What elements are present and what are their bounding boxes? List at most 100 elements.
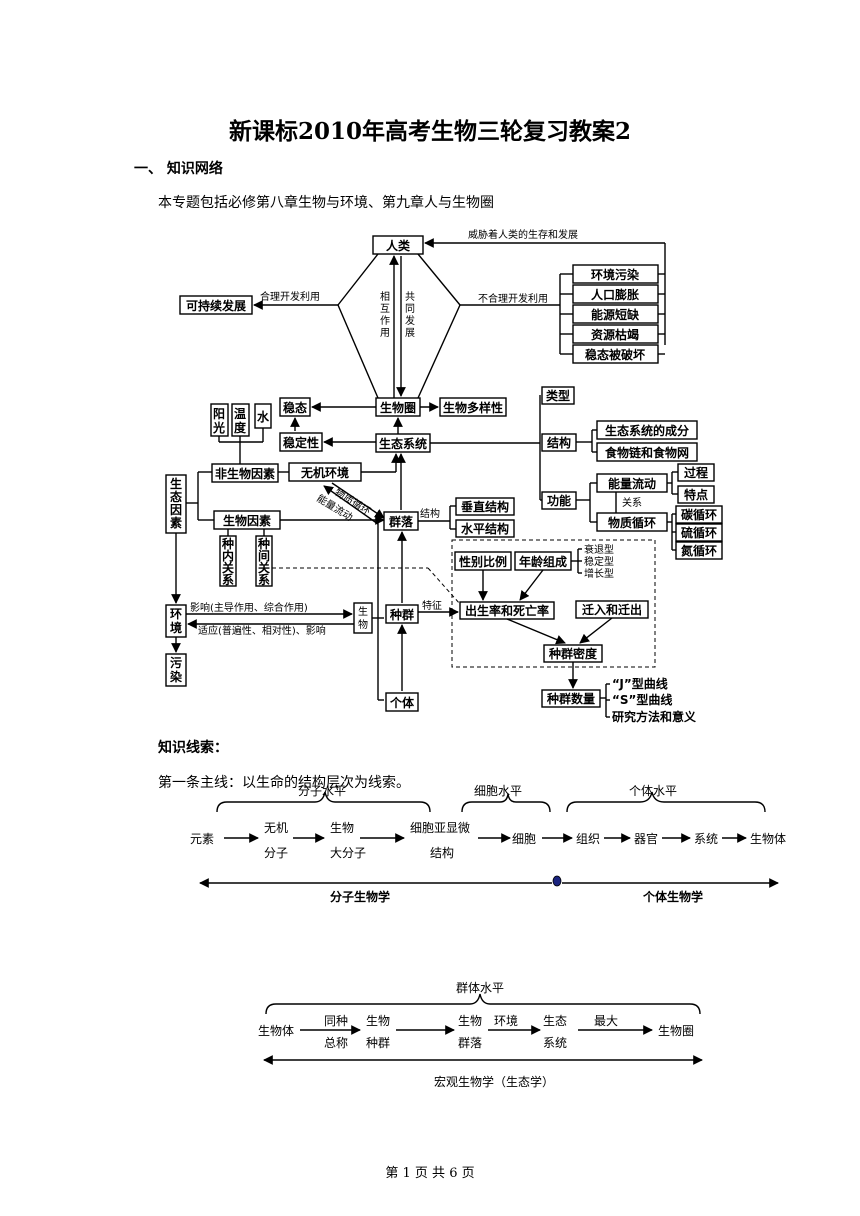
inorganic-text-2: 分子 xyxy=(264,846,288,860)
eco-factor-char-4: 素 xyxy=(170,515,182,530)
codev-1: 共 xyxy=(405,291,415,303)
comm-text-2: 群落 xyxy=(458,1036,482,1050)
subcell-text-2: 结构 xyxy=(430,845,454,860)
problem-resource: 资源枯竭 xyxy=(591,327,639,342)
intro-text: 本专题包括必修第八章生物与环境、第九章人与生物圈 xyxy=(158,195,494,211)
process-box: 过程 xyxy=(684,465,708,480)
eco-text-2: 系统 xyxy=(543,1036,567,1050)
pop-density-box: 种群密度 xyxy=(548,646,598,661)
pop-number-box: 种群数量 xyxy=(546,691,595,706)
age-structure-box: 年龄组成 xyxy=(519,554,567,569)
eco-factor-char-1: 生 xyxy=(170,476,182,491)
inter-char-1: 种 xyxy=(257,536,270,551)
tissue-text: 组织 xyxy=(576,832,600,846)
stable-label: 稳定型 xyxy=(584,555,614,568)
inorganic-env-box: 无机环境 xyxy=(300,465,349,480)
j-curve-label: “J”型曲线 xyxy=(612,676,668,691)
horizontal-structure-box: 水平结构 xyxy=(461,521,509,536)
stability-box: 稳定性 xyxy=(283,435,319,450)
problem-population: 人口膨胀 xyxy=(591,287,639,302)
migration-box: 迁入和迁出 xyxy=(582,602,642,617)
relation-label: 关系 xyxy=(622,496,642,509)
codev-2: 同 xyxy=(405,303,415,315)
adapt-label: 适应(普遍性、相对性)、影响 xyxy=(198,624,326,637)
carbon-cycle-box: 碳循环 xyxy=(681,507,717,522)
function-box: 功能 xyxy=(547,493,571,508)
env-char-2: 境 xyxy=(170,620,182,635)
pop-text-1: 生物 xyxy=(366,1014,390,1028)
sulfur-cycle-box: 硫循环 xyxy=(681,525,717,540)
population-box: 种群 xyxy=(389,607,414,622)
individual-biology-label: 个体生物学 xyxy=(642,889,703,904)
features-box: 特点 xyxy=(684,487,708,502)
codev-3: 发 xyxy=(405,314,415,327)
inter-char-4: 系 xyxy=(258,572,270,587)
intra-char-4: 系 xyxy=(222,572,234,587)
vertical-structure-box: 垂直结构 xyxy=(461,499,509,514)
subcell-text-1: 细胞亚显微 xyxy=(410,821,470,835)
molecular-biology-label: 分子生物学 xyxy=(330,889,390,904)
structure-label: 结构 xyxy=(420,507,440,520)
eco-text-1: 生态 xyxy=(543,1014,567,1028)
human-box: 人类 xyxy=(386,238,411,253)
comm-text-1: 生物 xyxy=(458,1014,482,1028)
nitrogen-cycle-box: 氮循环 xyxy=(681,543,717,558)
page-footer: 第 1 页 共 6 页 xyxy=(385,1166,475,1181)
declining-label: 衰退型 xyxy=(584,543,614,556)
same-species-text-1: 同种 xyxy=(324,1014,348,1028)
env-char-1: 环 xyxy=(170,607,182,621)
intra-char-3: 关 xyxy=(222,560,234,575)
same-species-text-2: 总称 xyxy=(324,1036,348,1050)
type-box: 类型 xyxy=(546,388,570,403)
largest-text: 最大 xyxy=(594,1014,618,1028)
organism-char-1: 生 xyxy=(358,605,368,618)
mutual-4: 用 xyxy=(380,328,390,339)
research-label: 研究方法和意义 xyxy=(612,709,697,724)
biosphere-text: 生物圈 xyxy=(658,1024,694,1038)
energy-flow-box: 能量流动 xyxy=(608,476,656,491)
individual-box: 个体 xyxy=(389,695,415,710)
structure-box: 结构 xyxy=(547,435,571,450)
eco-components-box: 生态系统的成分 xyxy=(605,423,689,438)
sustainable-box: 可持续发展 xyxy=(186,298,246,313)
env-text: 环境 xyxy=(494,1013,518,1028)
cell-level-label: 细胞水平 xyxy=(474,784,522,798)
influence-label: 影响(主导作用、综合作用) xyxy=(190,601,308,614)
material-cycle-box: 物质循环 xyxy=(608,515,656,530)
characteristics-label: 特征 xyxy=(422,600,442,612)
document-title: 新课标2010年高考生物三轮复习教案2 xyxy=(228,118,632,145)
problem-homeostasis: 稳态被破坏 xyxy=(585,347,645,362)
biosphere-box: 生物圈 xyxy=(380,400,416,415)
element-text: 元素 xyxy=(190,832,214,846)
individual-level-label: 个体水平 xyxy=(629,784,677,798)
irrational-label: 不合理开发利用 xyxy=(478,292,548,305)
mutual-2: 互 xyxy=(380,303,390,315)
organism-text: 生物体 xyxy=(750,832,786,846)
mutual-1: 相 xyxy=(380,290,390,303)
food-web-box: 食物链和食物网 xyxy=(604,445,689,460)
macro-biology-label: 宏观生物学（生态学） xyxy=(434,1074,554,1089)
inorganic-text-1: 无机 xyxy=(264,821,288,835)
problem-energy: 能源短缺 xyxy=(591,307,640,322)
molecular-level-label: 分子水平 xyxy=(298,784,346,798)
inter-char-2: 间 xyxy=(258,548,270,563)
group-level-label: 群体水平 xyxy=(456,981,504,995)
growing-label: 增长型 xyxy=(584,567,614,580)
system-text: 系统 xyxy=(694,832,718,846)
community-box: 群落 xyxy=(388,514,414,529)
pollution-char-2: 染 xyxy=(169,669,183,684)
temp-char-2: 度 xyxy=(234,420,247,435)
temp-char-1: 温 xyxy=(234,407,246,421)
rational-label: 合理开发利用 xyxy=(260,290,320,303)
organism-text-2: 生物体 xyxy=(258,1024,294,1038)
clue-heading: 知识线索： xyxy=(158,740,228,756)
s-curve-label: “S”型曲线 xyxy=(612,692,672,707)
water-char: 水 xyxy=(257,409,270,424)
eco-factor-char-3: 因 xyxy=(170,502,182,517)
cell-text: 细胞 xyxy=(512,832,536,846)
problem-pollution: 环境污染 xyxy=(591,267,640,282)
intra-char-1: 种 xyxy=(221,536,234,551)
birth-death-box: 出生率和死亡率 xyxy=(465,603,549,618)
inter-char-3: 关 xyxy=(258,560,270,575)
